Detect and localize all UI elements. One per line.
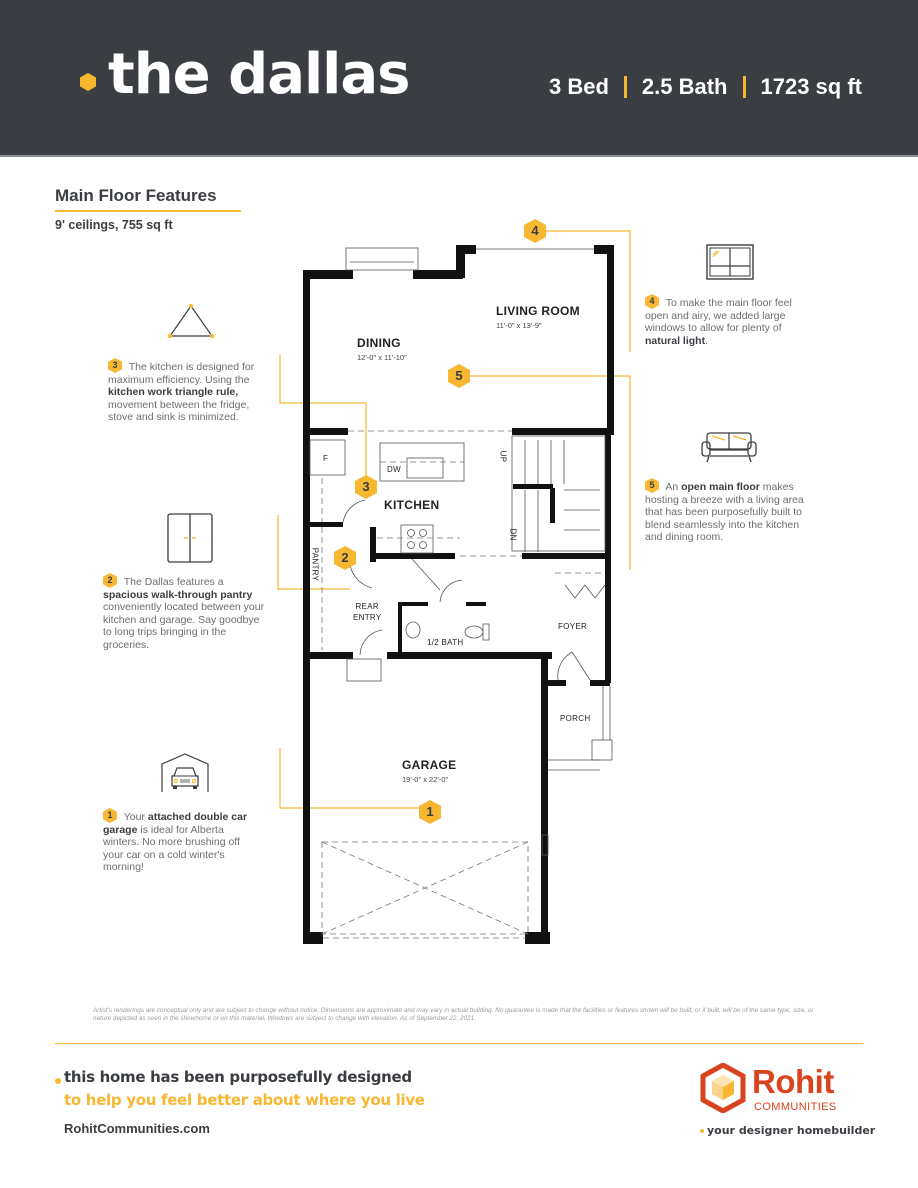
room-dim-living: 11'-0" x 13'-9"	[496, 321, 542, 330]
section-title: Main Floor Features	[55, 186, 217, 205]
feature-2-description: 2 The Dallas features a spacious walk-th…	[103, 573, 265, 651]
rohit-logo-icon	[700, 1063, 746, 1113]
sofa-icon	[701, 432, 757, 463]
header-banner: the dallas 3 Bed 2.5 Bath 1723 sq ft	[0, 0, 918, 157]
room-dim-dining: 12'-0" x 11'-10"	[357, 353, 407, 362]
spec-sqft: 1723 sq ft	[760, 74, 863, 99]
label-half-bath: 1/2 BATH	[427, 638, 464, 647]
spec-divider	[623, 76, 627, 98]
label-stairs-down: DN	[508, 528, 518, 541]
footer-divider	[55, 1043, 863, 1044]
garage-car-icon	[161, 753, 209, 792]
floor-plan-drawing	[277, 230, 631, 944]
plan-marker-2: 2	[334, 546, 356, 570]
feature-badge-1: 1	[103, 808, 117, 823]
label-stairs-up: UP	[498, 450, 508, 463]
brand-subtitle: COMMUNITIES	[754, 1101, 837, 1113]
feature-badge-2: 2	[103, 573, 117, 588]
label-porch: PORCH	[560, 714, 591, 723]
section-underline	[55, 210, 241, 212]
spec-divider	[742, 76, 746, 98]
plan-marker-4: 4	[524, 219, 546, 243]
hexagon-bullet-icon	[80, 73, 96, 91]
bullet-dot-icon	[700, 1129, 704, 1133]
spec-baths: 2.5 Bath	[641, 74, 728, 99]
home-model-title: the dallas	[108, 42, 410, 107]
feature-1-description: 1 Your attached double car garage is ide…	[103, 808, 248, 874]
plan-marker-3: 3	[355, 475, 377, 499]
room-name-living: LIVING ROOM	[496, 304, 580, 318]
label-pantry: PANTRY	[310, 547, 320, 582]
tagline-line-2: to help you feel better about where you …	[64, 1091, 425, 1109]
room-dim-garage: 19'-0" x 22'-0"	[402, 775, 449, 784]
feature-badge-3: 3	[108, 358, 122, 373]
pantry-cabinet-icon	[167, 513, 213, 563]
section-subtitle: 9' ceilings, 755 sq ft	[55, 218, 173, 232]
spec-beds: 3 Bed	[548, 74, 609, 99]
feature-4-description: 4 To make the main floor feel open and a…	[645, 294, 792, 347]
bullet-dot-icon	[55, 1078, 61, 1084]
legal-disclaimer: Artist's renderings are conceptual only …	[93, 1007, 814, 1023]
label-fridge: F	[323, 454, 329, 463]
room-name-garage: GARAGE	[402, 758, 457, 772]
home-specs: 3 Bed 2.5 Bath 1723 sq ft	[549, 74, 862, 100]
plan-marker-5: 5	[448, 364, 470, 388]
plan-marker-1: 1	[419, 800, 441, 824]
window-icon	[706, 244, 754, 280]
feature-3-description: 3 The kitchen is designed for maximum ef…	[108, 358, 255, 424]
work-triangle-icon	[167, 303, 215, 339]
room-name-dining: DINING	[357, 336, 401, 350]
room-name-kitchen: KITCHEN	[384, 498, 440, 512]
brand-tagline: your designer homebuilder	[707, 1124, 876, 1137]
website-link[interactable]: RohitCommunities.com	[64, 1121, 210, 1136]
brand-name: Rohit	[752, 1063, 834, 1100]
feature-badge-5: 5	[645, 478, 659, 493]
feature-badge-4: 4	[645, 294, 659, 309]
feature-5-description: 5 An open main floor makes hosting a bre…	[645, 478, 804, 544]
tagline-line-1: this home has been purposefully designed	[64, 1068, 412, 1086]
label-dishwasher: DW	[387, 465, 401, 474]
label-foyer: FOYER	[558, 622, 588, 631]
